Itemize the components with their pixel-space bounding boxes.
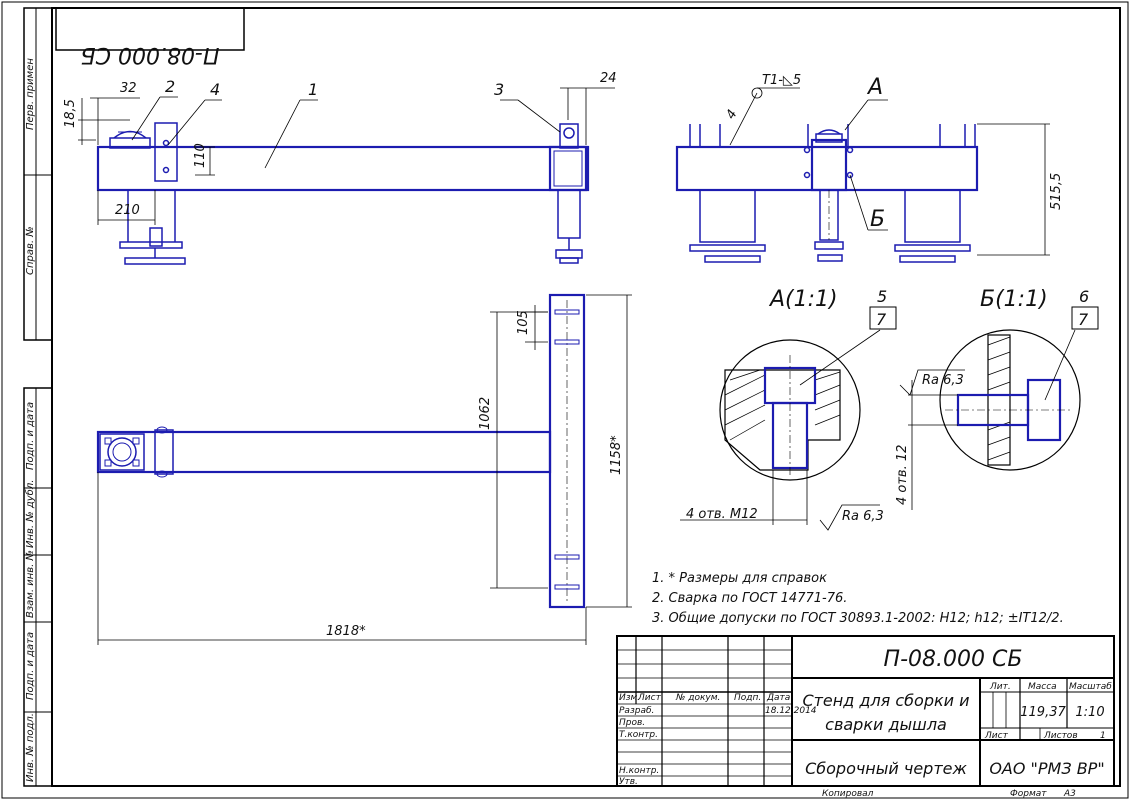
callout-7a: 7 (876, 310, 887, 329)
tb-sheet-label: Лист (984, 731, 1009, 741)
side-label-0: Перв. примен (25, 58, 36, 130)
side-view (675, 87, 1050, 263)
mirrored-stamp: П-08.000 СБ (81, 42, 220, 67)
dim-24: 24 (600, 71, 617, 86)
callout-4: 4 (210, 80, 220, 99)
dim-1062: 1062 (478, 397, 493, 430)
dim-18-5: 18,5 (63, 99, 78, 128)
side-label-6: Инв. № подл. (25, 713, 36, 782)
dim-105: 105 (516, 310, 531, 335)
tb-role-3: Н.контр. (619, 766, 659, 776)
dim-32: 32 (120, 81, 137, 96)
front-view (78, 87, 615, 265)
dim-110: 110 (193, 143, 208, 168)
dim-210: 210 (115, 203, 140, 218)
section-b-title: Б(1:1) (980, 287, 1048, 312)
dim-1158: 1158* (609, 435, 624, 475)
note-2: 2. Сварка по ГОСТ 14771-76. (652, 591, 847, 606)
tb-designation: П-08.000 СБ (884, 647, 1023, 672)
tb-format: А3 (1063, 789, 1076, 799)
title-block (616, 635, 1115, 787)
ra-a: Ra 6,3 (842, 509, 884, 524)
side-label-1: Справ. № (25, 226, 36, 275)
ra-b: Ra 6,3 (922, 373, 964, 388)
tb-name-line2: сварки дышла (825, 715, 947, 734)
mirrored-stamp-box (55, 7, 245, 51)
tb-copied: Копировал (822, 789, 874, 799)
side-label-2: Подп. и дата (25, 402, 36, 470)
dim-515-5: 515,5 (1049, 173, 1064, 210)
plan-view (96, 293, 632, 645)
tb-sheets: 1 (1100, 731, 1106, 741)
side-columns: Перв. примен Справ. № Подп. и дата Инв. … (23, 7, 53, 787)
tb-sheets-label: Листов (1043, 731, 1078, 741)
tb-role-1: Пров. (619, 718, 645, 728)
callout-1: 1 (308, 80, 318, 99)
tb-role-0: Разраб. (619, 706, 654, 716)
tb-head-sign: Подп. (734, 693, 761, 703)
side-label-5: Подп. и дата (25, 632, 36, 700)
callout-7b: 7 (1078, 310, 1089, 329)
tb-date: 18.12.2014 (765, 706, 817, 716)
tb-name-line1: Стенд для сборки и (802, 691, 969, 710)
section-b (899, 306, 1099, 510)
tb-head-doc: № докум. (675, 693, 720, 703)
tb-head-date: Дата (766, 693, 790, 703)
weld-symbol: Т1-◺5 (762, 73, 801, 88)
tb-company: ОАО "РМЗ ВР" (989, 759, 1104, 778)
callout-2: 2 (165, 77, 175, 96)
tb-doc-type: Сборочный чертеж (805, 759, 967, 778)
side-label-3: Инв. № дубл. (24, 480, 36, 548)
note-1: 1. * Размеры для справок (652, 571, 827, 586)
holes-b: 4 отв. 12 (895, 445, 910, 505)
section-a (680, 306, 897, 531)
callout-6: 6 (1079, 287, 1089, 306)
tb-scale-label: Масштаб (1069, 682, 1112, 692)
tb-format-label: Формат (1010, 789, 1047, 799)
weld-leader-number: 4 (723, 107, 740, 122)
view-b-label: Б (870, 207, 885, 232)
note-3: 3. Общие допуски по ГОСТ 30893.1-2002: H… (652, 611, 1064, 626)
holes-a: 4 отв. M12 (686, 507, 758, 522)
tb-scale: 1:10 (1075, 705, 1104, 720)
tb-role-4: Утв. (619, 777, 638, 787)
callout-5: 5 (877, 287, 887, 306)
tb-head-list: Лист (637, 693, 662, 703)
tb-lit-label: Лит. (989, 682, 1011, 692)
callout-3: 3 (494, 80, 504, 99)
tb-head-izm: Изм. (619, 693, 640, 703)
view-a-label: А (866, 75, 883, 100)
tb-role-2: Т.контр. (619, 730, 658, 740)
tb-mass-label: Масса (1028, 682, 1057, 692)
tb-mass: 119,37 (1020, 705, 1066, 720)
dim-1818: 1818* (326, 624, 366, 639)
side-label-4: Взам. инв. № (25, 550, 36, 618)
section-a-title: А(1:1) (768, 287, 838, 312)
